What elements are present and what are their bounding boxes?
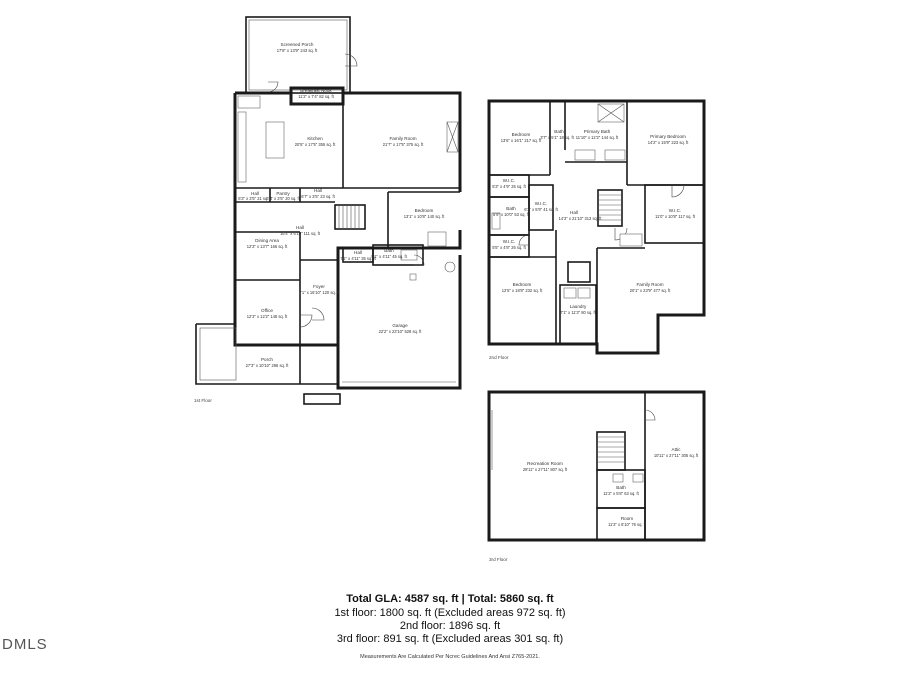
floor-label: 2nd Floor (489, 355, 509, 360)
room-dims: 22'2" x 23'10" 528 sq. ft (379, 329, 423, 334)
room-name: Hall (570, 210, 578, 215)
room-name: W.I.C. (503, 239, 516, 244)
room-name: Pantry (276, 191, 290, 196)
room-name: Hall (354, 250, 362, 255)
room-name: Primary Bath (584, 129, 611, 134)
room-name: Room (621, 516, 633, 521)
room-name: Garage (392, 323, 408, 328)
room-dims: 28'11" x 27'11" 807 sq. ft (523, 467, 568, 472)
room-name: Foyer (313, 284, 325, 289)
room-dims: 11'2" x 5'8" 63 sq. ft (603, 491, 639, 496)
room-dims: 5'3" x 4'9" 25 sq. ft (492, 184, 526, 189)
room-name: Bedroom (513, 282, 532, 287)
room-dims: 13'1" x 10'8" 140 sq. ft (404, 214, 445, 219)
room-dims: 20'5" x 17'5" 355 sq. ft (295, 142, 336, 147)
room-dims: 10'11" x 27'11" 305 sq. ft (654, 453, 699, 458)
room-name: Hall (296, 225, 304, 230)
room-dims: 6'9" x 10'0" 53 sq. ft (493, 212, 530, 217)
room-dims: 16'4" x 6'10" 111 sq. ft (280, 231, 321, 236)
room-dims: 3'7" x 5'1" 18 sq. ft (540, 135, 574, 140)
room-name: Attic (672, 447, 682, 452)
third-floor-labels: Recreation Room 28'11" x 27'11" 807 sq. … (489, 447, 699, 562)
room-dims: 12'3" x 13'7" 166 sq. ft (247, 244, 288, 249)
room-name: Breakfast Nook (300, 88, 332, 93)
room-dims: 14'3" x 21'10" 313 sq. ft (559, 216, 603, 221)
room-dims: 12'5" x 18'8" 232 sq. ft (502, 288, 543, 293)
floor-label: 1st Floor (194, 398, 212, 403)
room-dims: 6'4" x 3'5" 20 sq. ft (266, 196, 300, 201)
room-name: Bedroom (512, 132, 531, 137)
room-name: Laundry (570, 304, 587, 309)
room-dims: 5'5" x 4'8" 26 sq. ft (492, 245, 526, 250)
room-dims: 12'3" x 12'2" 148 sq. ft (247, 314, 288, 319)
room-name: Hall (251, 191, 259, 196)
second-floor-plan (487, 99, 706, 355)
first-floor-outer-walls (233, 91, 462, 390)
room-name: Recreation Room (527, 461, 563, 466)
second-floor-labels: Bedroom 13'6" x 16'1" 217 sq. ft Bath 3'… (489, 129, 696, 360)
room-name: Bath (506, 206, 516, 211)
room-dims: 7'1" x 16'10" 120 sq. ft (299, 290, 340, 295)
room-name: Bath (554, 129, 564, 134)
second-floor-outer-walls (487, 99, 706, 355)
room-name: Office (261, 308, 273, 313)
room-name: W.I.C. (535, 201, 548, 206)
first-floor-plan (195, 16, 462, 405)
room-name: Family Room (636, 282, 663, 287)
room-dims: 14'2" x 15'9" 223 sq. ft (648, 140, 689, 145)
room-dims: 21'7" x 17'5" 375 sq. ft (383, 142, 424, 147)
room-dims: 13'6" x 16'1" 217 sq. ft (501, 138, 542, 143)
room-name: W.I.C. (669, 208, 682, 213)
room-name: Bath (384, 248, 394, 253)
mls-watermark-logo: DMLS (2, 636, 48, 653)
first-floor-labels: Screened Porch 17'8" x 13'9" 243 sq. ft … (194, 42, 445, 403)
third-floor-plan (487, 390, 706, 542)
room-dims: 9'1" x 4'11" 45 sq. ft (371, 254, 407, 259)
room-dims: 6'3" x 5'9" 41 sq. ft (524, 207, 558, 212)
room-name: Hall (314, 188, 322, 193)
room-name: Screened Porch (281, 42, 314, 47)
breakfast-nook-outline (289, 86, 345, 106)
room-dims: 6'7" x 3'5" 23 sq. ft (301, 194, 335, 199)
room-dims: 11'0" x 10'8" 117 sq. ft (655, 214, 696, 219)
room-name: Porch (261, 357, 273, 362)
room-dims: 17'8" x 13'9" 243 sq. ft (277, 48, 318, 53)
room-dims: 20'1" x 23'9" 477 sq. ft (630, 288, 671, 293)
room-name: Bath (616, 485, 626, 490)
screened-porch-outline (245, 16, 351, 94)
room-dims: 27'3" x 10'10" 296 sq. ft (246, 363, 290, 368)
room-dims: 11'10" x 12'2" 144 sq. ft (576, 135, 619, 140)
room-dims: 7'1" x 11'3" 80 sq. ft (560, 310, 596, 315)
third-floor-area: 3rd floor: 891 sq. ft (Excluded areas 30… (336, 633, 564, 645)
room-name: Bedroom (415, 208, 434, 213)
first-floor-area: 1st floor: 1800 sq. ft (Excluded areas 9… (334, 607, 566, 619)
room-name: Primary Bedroom (650, 134, 686, 139)
room-name: W.I.C. (503, 178, 516, 183)
second-floor-area: 2nd floor: 1896 sq. ft (399, 620, 501, 632)
floor-label: 3rd Floor (489, 557, 508, 562)
total-area-summary: Total GLA: 4587 sq. ft | Total: 5860 sq.… (346, 593, 554, 605)
room-dims: 11'2" x 7'4" 82 sq. ft (298, 94, 334, 99)
room-dims: 11'3" x 6'10" 76 sq. ft (608, 522, 647, 527)
room-dims: 6'3" x 3'5" 21 sq. ft (238, 196, 272, 201)
measurement-note: Measurements Are Calculated Per Ncrec Gu… (360, 654, 540, 660)
room-name: Kitchen (307, 136, 323, 141)
room-name: Dining Area (255, 238, 279, 243)
room-name: Family Room (389, 136, 416, 141)
room-dims: 7'1" x 4'11" 35 sq. ft (340, 256, 376, 261)
